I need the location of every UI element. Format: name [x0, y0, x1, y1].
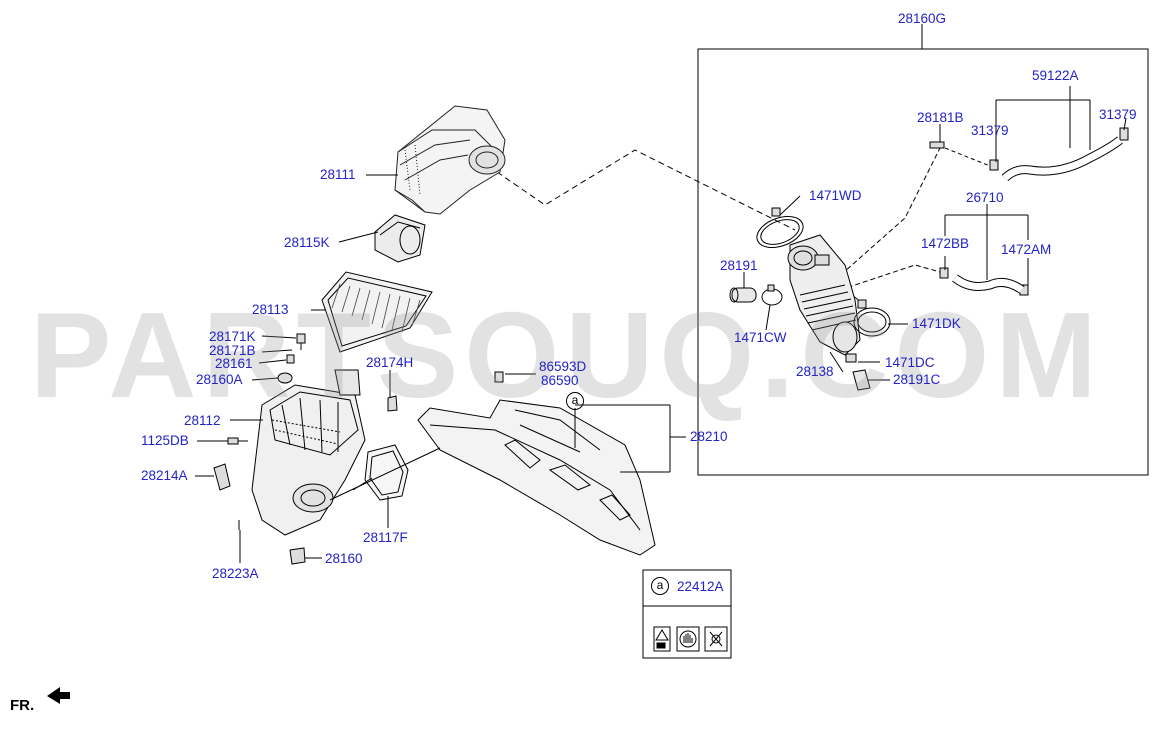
dashed-connector-3 — [839, 264, 941, 291]
callout-28214a[interactable]: 28214A — [141, 468, 188, 483]
callout-86593d[interactable]: 86593D — [539, 359, 587, 374]
hose-clamp-1471cw — [761, 284, 783, 306]
callout-1471cw[interactable]: 1471CW — [734, 330, 787, 345]
warning-label-icon — [653, 626, 728, 652]
callout-28181b[interactable]: 28181B — [917, 110, 964, 125]
hose-clamp-1471dk — [853, 299, 891, 337]
callout-59122a[interactable]: 59122A — [1032, 68, 1079, 83]
callout-1472bb[interactable]: 1472BB — [921, 236, 970, 251]
leader-lines — [195, 86, 1127, 563]
front-direction-arrow-icon — [47, 687, 70, 704]
legend-box — [642, 569, 732, 659]
callout-28161[interactable]: 28161 — [215, 356, 253, 371]
breather-hose-26710 — [952, 274, 1025, 294]
callout-28117f[interactable]: 28117F — [363, 530, 408, 545]
callout-28115k[interactable]: 28115K — [284, 235, 330, 250]
intake-hose — [787, 234, 861, 356]
callout-28171k[interactable]: 28171K — [209, 329, 256, 344]
grommet-parts — [213, 333, 504, 565]
callout-1471wd[interactable]: 1471WD — [809, 188, 862, 203]
duct-gasket — [364, 444, 409, 501]
callout-28160[interactable]: 28160 — [325, 551, 363, 566]
dashed-connector — [496, 149, 796, 231]
callout-31379-right[interactable]: 31379 — [1099, 107, 1137, 122]
hose-clamp-1471wd — [756, 207, 804, 249]
callout-28171b[interactable]: 28171B — [209, 343, 256, 358]
hose-clips-31379 — [939, 127, 1129, 296]
callout-28111[interactable]: 28111 — [320, 167, 356, 182]
dashed-connector-5 — [944, 147, 996, 169]
callout-1125db[interactable]: 1125DB — [141, 433, 189, 448]
callout-1471dc[interactable]: 1471DC — [885, 355, 935, 370]
dashed-connector-2 — [834, 147, 941, 281]
callout-1472am[interactable]: 1472AM — [1001, 242, 1052, 257]
callout-28138[interactable]: 28138 — [796, 364, 834, 379]
callout-28223a[interactable]: 28223A — [212, 566, 259, 581]
callout-86590[interactable]: 86590 — [541, 373, 579, 388]
assembly-box — [697, 48, 1149, 476]
callout-28112[interactable]: 28112 — [184, 413, 221, 428]
air-cleaner-body — [251, 369, 366, 536]
vacuum-hose-59122a — [1001, 136, 1123, 182]
hose-clamp-1471dc — [845, 353, 871, 391]
callout-28160a[interactable]: 28160A — [196, 372, 243, 387]
callout-28191[interactable]: 28191 — [720, 258, 758, 273]
legend-marker-a: a — [651, 577, 669, 595]
air-cleaner-cover — [394, 105, 506, 215]
callout-28160g[interactable]: 28160G — [898, 11, 947, 26]
nipple-28181b — [929, 141, 945, 149]
callout-26710[interactable]: 26710 — [966, 190, 1004, 205]
resonator-duct — [374, 214, 426, 263]
callout-1471dk[interactable]: 1471DK — [912, 316, 961, 331]
callout-28210[interactable]: 28210 — [690, 429, 728, 444]
legend-code-22412a[interactable]: 22412A — [677, 579, 724, 594]
air-guide-duct — [417, 399, 656, 556]
breather-pipe — [729, 287, 757, 303]
callout-28174h[interactable]: 28174H — [366, 355, 414, 370]
callout-28191c[interactable]: 28191C — [893, 372, 941, 387]
callout-31379-left[interactable]: 31379 — [971, 123, 1009, 138]
callout-28113[interactable]: 28113 — [252, 302, 289, 317]
ref-marker-a: a — [566, 392, 584, 410]
air-filter-element — [321, 271, 433, 353]
front-direction-label: FR. — [10, 697, 35, 714]
